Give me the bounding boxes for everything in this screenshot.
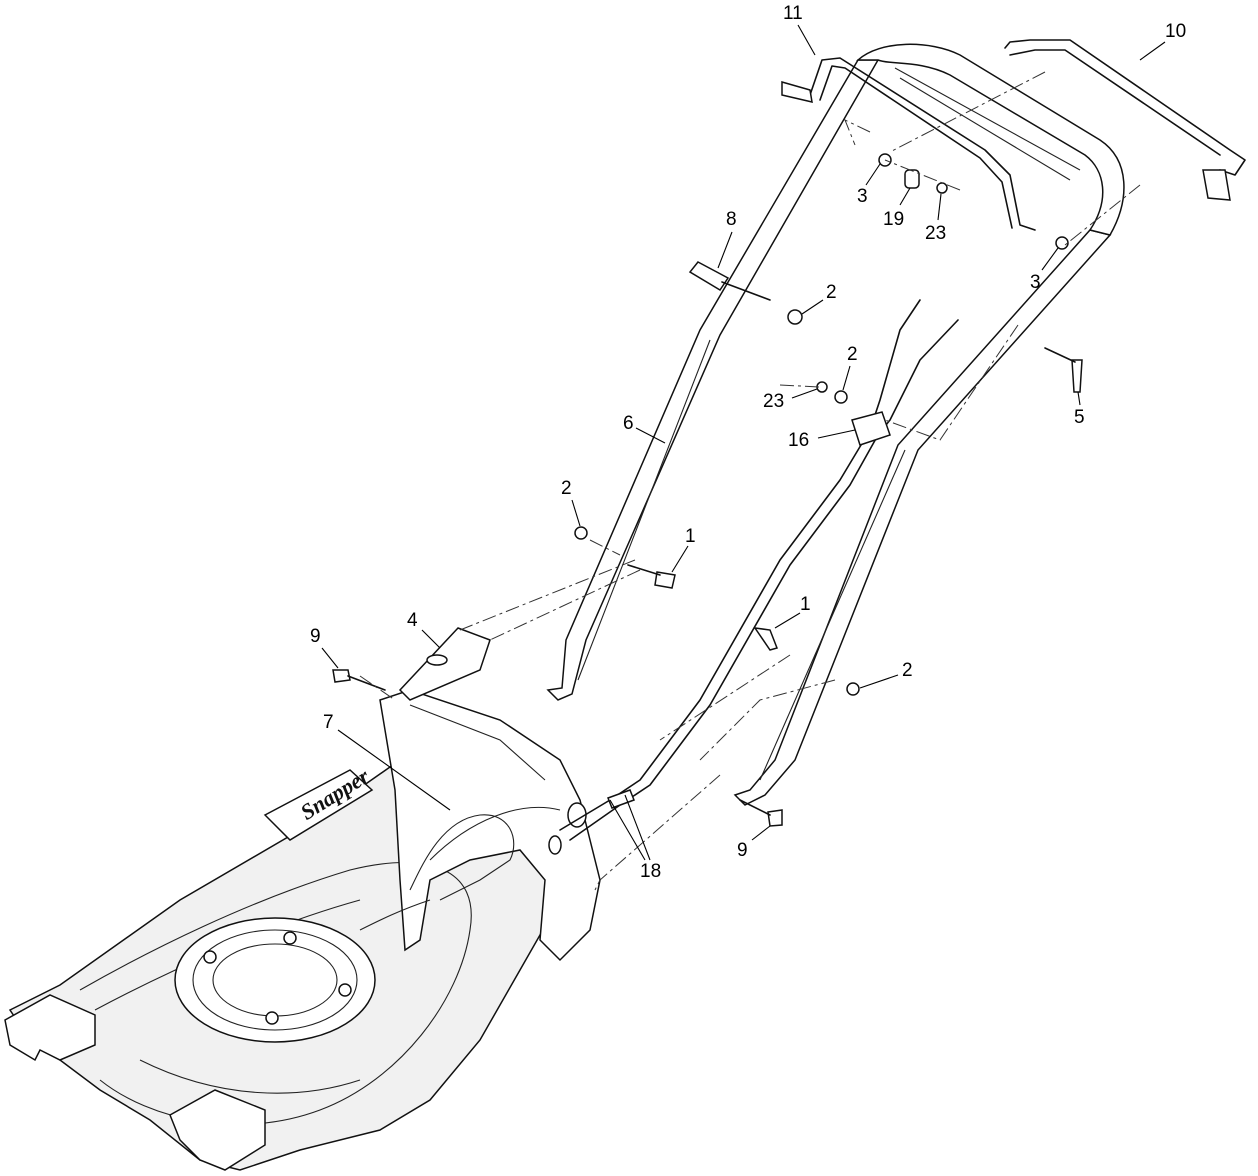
- callout-label: 2: [902, 660, 913, 681]
- callout-label: 9: [737, 840, 748, 861]
- callout-label: 16: [788, 430, 809, 451]
- callout-9-right: 9: [737, 825, 771, 861]
- callout-label: 4: [407, 610, 418, 631]
- callout-18: 18: [609, 794, 661, 882]
- callout-label: 1: [800, 594, 811, 615]
- callout-label: 8: [726, 209, 737, 230]
- callout-label: 3: [857, 186, 868, 207]
- callout-label: 5: [1074, 407, 1085, 428]
- callout-label: 18: [640, 861, 661, 882]
- callout-19: 19: [883, 187, 911, 230]
- control-cables: [559, 299, 959, 841]
- callout-label: 11: [783, 3, 803, 24]
- callout-7: 7: [323, 712, 451, 811]
- callout-1-right: 1: [774, 594, 811, 629]
- callout-4: 4: [407, 610, 441, 649]
- callout-2-mid: 2: [842, 344, 858, 391]
- callout-6: 6: [623, 413, 666, 444]
- callout-label: 9: [310, 626, 321, 647]
- handle-assembly: [546, 39, 1246, 806]
- callout-2-lower: 2: [859, 660, 913, 689]
- callout-16: 16: [788, 429, 856, 451]
- callout-label: 3: [1030, 272, 1041, 293]
- hardware: [332, 153, 1083, 827]
- callout-label: 1: [685, 526, 696, 547]
- callout-23-top: 23: [925, 193, 946, 244]
- callout-3-right: 3: [1030, 247, 1059, 293]
- callout-label: 23: [925, 223, 946, 244]
- callout-2-left: 2: [561, 478, 581, 527]
- callout-5: 5: [1074, 391, 1085, 428]
- callout-10: 10: [1139, 21, 1186, 61]
- callout-label: 19: [883, 209, 904, 230]
- callout-23-mid: 23: [763, 388, 818, 412]
- callout-label: 6: [623, 413, 634, 434]
- callout-label: 2: [561, 478, 572, 499]
- callout-1-left: 1: [671, 526, 696, 573]
- mower-deck: Snapper: [4, 689, 601, 1171]
- callout-8: 8: [717, 209, 737, 269]
- callout-label: 10: [1165, 21, 1186, 42]
- callout-9-left: 9: [310, 626, 339, 669]
- callout-3-left: 3: [857, 163, 881, 207]
- callout-11: 11: [783, 3, 816, 56]
- callout-label: 2: [847, 344, 858, 365]
- callout-2-upper: 2: [801, 282, 837, 315]
- assembly-alignment-lines: [359, 71, 1141, 891]
- callout-label: 23: [763, 391, 784, 412]
- callout-label: 7: [323, 712, 334, 733]
- callout-label: 2: [826, 282, 837, 303]
